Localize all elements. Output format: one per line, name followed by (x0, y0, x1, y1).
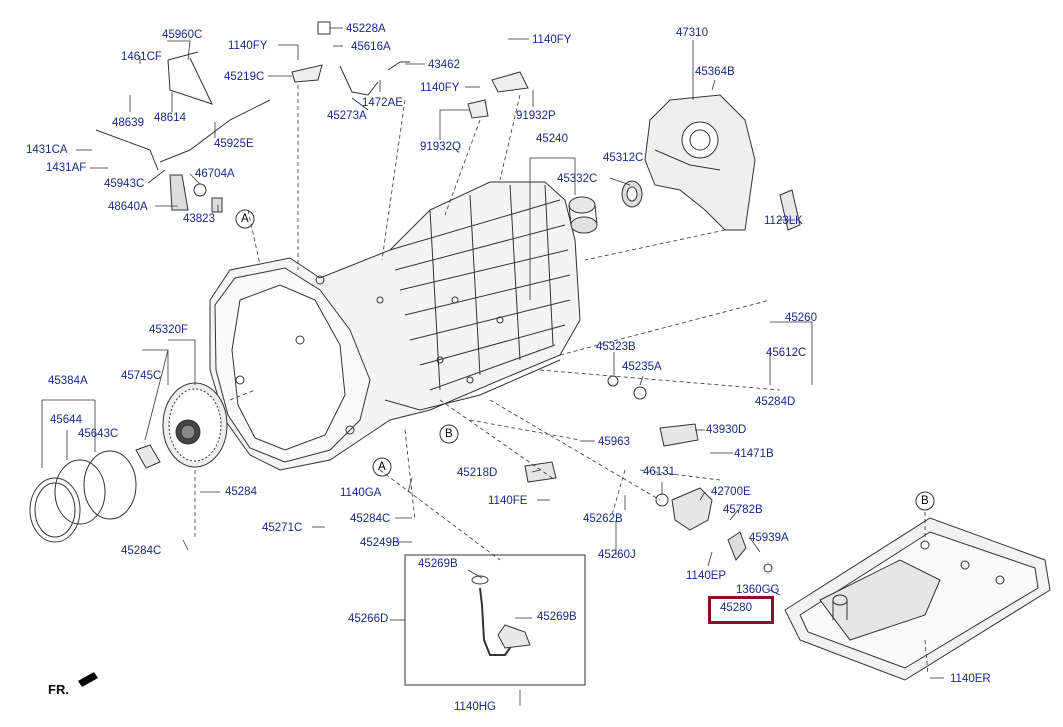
part-label[interactable]: 45235A (622, 361, 662, 373)
part-label[interactable]: 1140ER (950, 673, 991, 685)
part-label[interactable]: 45240 (536, 133, 568, 145)
part-label[interactable]: 45384A (48, 375, 88, 387)
callout-b: B (445, 428, 453, 440)
part-label[interactable]: 45260 (785, 312, 817, 324)
part-label[interactable]: 45219C (224, 71, 265, 83)
part-label[interactable]: 1431CA (26, 144, 68, 156)
part-label[interactable]: 1123LK (764, 215, 803, 227)
part-label[interactable]: 45269B (537, 611, 577, 623)
part-label[interactable]: 1140HG (454, 701, 496, 713)
part-label[interactable]: 43823 (183, 213, 215, 225)
part-label[interactable]: 45262B (583, 513, 623, 525)
sleeve-part (568, 196, 598, 234)
part-label[interactable]: 45323B (596, 341, 636, 353)
part-label[interactable]: 45616A (351, 41, 391, 53)
part-label[interactable]: 1140FY (532, 34, 572, 46)
oil-line (471, 575, 531, 656)
part-label[interactable]: 45364B (695, 66, 735, 78)
bracket-43930D (659, 423, 699, 447)
part-label[interactable]: 45218D (457, 467, 498, 479)
part-label[interactable]: 46704A (195, 168, 235, 180)
part-label[interactable]: 45273A (327, 110, 367, 122)
pump-assembly (162, 382, 228, 468)
bushing (135, 444, 161, 469)
part-label[interactable]: 45939A (749, 532, 789, 544)
part-label[interactable]: 45284D (755, 396, 796, 408)
part-label[interactable]: 45963 (598, 436, 630, 448)
part-label[interactable]: 45228A (346, 23, 386, 35)
part-label[interactable]: 48614 (154, 112, 186, 124)
rear-housing (644, 94, 756, 231)
part-label[interactable]: 45782B (723, 504, 763, 516)
part-label[interactable]: 47310 (676, 27, 708, 39)
part-label[interactable]: 45249B (360, 537, 400, 549)
oil-pan (784, 517, 1051, 681)
part-label[interactable]: 1472AE (362, 97, 403, 109)
part-label[interactable]: 91932Q (420, 141, 461, 153)
part-label[interactable]: 45960C (162, 29, 203, 41)
part-label[interactable]: 45260J (598, 549, 636, 561)
part-label[interactable]: 45284C (121, 545, 162, 557)
part-label[interactable]: 45332C (557, 173, 598, 185)
valve-body-sensor (671, 487, 713, 531)
part-label[interactable]: 46131 (643, 466, 675, 478)
part-label[interactable]: 1140FY (228, 40, 268, 52)
part-label[interactable]: 43462 (428, 59, 460, 71)
part-label[interactable]: 1140EP (686, 570, 727, 582)
part-label[interactable]: 45284C (350, 513, 391, 525)
part-label[interactable]: 48639 (112, 117, 144, 129)
ring-outer (29, 477, 81, 543)
part-label[interactable]: 42700E (711, 486, 751, 498)
part-label[interactable]: 41471B (734, 448, 774, 460)
part-label[interactable]: 45925E (214, 138, 254, 150)
transmission-case (209, 181, 581, 471)
part-label[interactable]: 48640A (108, 201, 148, 213)
part-label[interactable]: 45266D (348, 613, 389, 625)
part-label[interactable]: 45269B (418, 558, 458, 570)
part-label[interactable]: 1140FY (420, 82, 460, 94)
callout-a: A (378, 461, 386, 473)
part-label[interactable]: 1360GG (736, 584, 780, 596)
part-label[interactable]: 45612C (766, 347, 807, 359)
front-arrow-icon (78, 672, 98, 687)
part-label[interactable]: 1140FE (488, 495, 528, 507)
part-label[interactable]: 45643C (78, 428, 119, 440)
part-label[interactable]: 45271C (262, 522, 303, 534)
part-label[interactable]: 45745C (121, 370, 162, 382)
callout-b: B (921, 495, 929, 507)
upper-fittings (291, 21, 801, 231)
part-label[interactable]: 45943C (104, 178, 145, 190)
part-label[interactable]: 45284 (225, 486, 257, 498)
part-label[interactable]: 91932P (516, 110, 556, 122)
bracket-45218D (524, 461, 557, 483)
shift-linkage (95, 51, 271, 213)
part-label[interactable]: 45312C (603, 152, 644, 164)
highlight-box (708, 596, 774, 624)
front-orientation-label: FR. (48, 682, 69, 697)
part-label[interactable]: 1140GA (340, 487, 382, 499)
part-label[interactable]: 43930D (706, 424, 747, 436)
part-label[interactable]: 45320F (149, 324, 189, 336)
part-label[interactable]: 45644 (50, 414, 82, 426)
part-label[interactable]: 1431AF (46, 162, 87, 174)
callout-a: A (241, 213, 249, 225)
part-label[interactable]: 1461CF (121, 51, 162, 63)
part-label-highlighted[interactable]: 45280 (720, 602, 752, 614)
